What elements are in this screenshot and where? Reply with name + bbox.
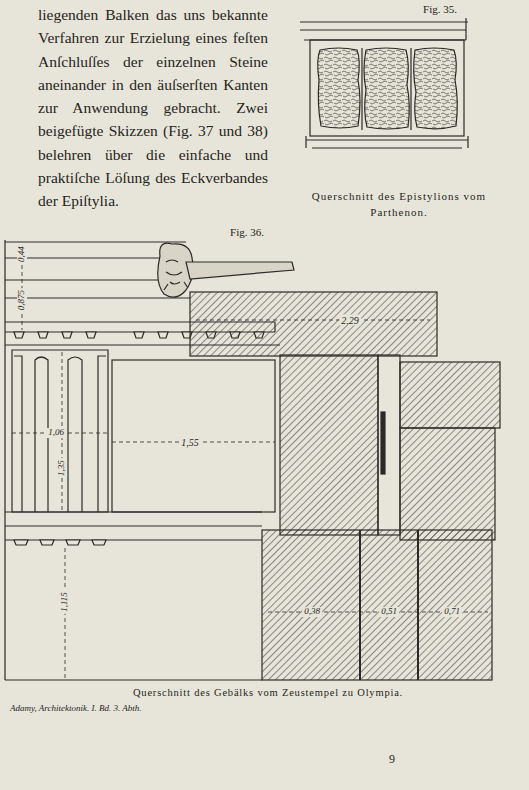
entablature-section xyxy=(5,512,262,540)
lion-head-spout xyxy=(186,262,294,279)
dimension: 0,71 xyxy=(442,607,462,617)
dimension: 1,115 xyxy=(60,590,70,614)
body-text: liegenden Balken das uns bekannte Verfah… xyxy=(38,3,268,213)
entablature-section xyxy=(378,355,400,535)
entablature-section xyxy=(400,362,500,428)
entablature-section xyxy=(360,530,418,680)
lion-head-spout xyxy=(158,243,294,297)
source-note: Adamy, Architektonik. I. Bd. 3. Abth. xyxy=(10,704,142,714)
entablature-section xyxy=(262,530,492,680)
epistyle-section xyxy=(306,136,468,148)
epistyle-section xyxy=(364,48,409,129)
entablature-section xyxy=(12,350,108,512)
entablature-section xyxy=(196,320,430,321)
regula xyxy=(14,540,106,545)
lion-head-spout xyxy=(164,260,188,290)
figure-caption: Querschnitt des Gebälks vom Zeustempel z… xyxy=(131,687,405,699)
figure-caption: Querschnitt des Epistylions vom Partheno… xyxy=(296,188,502,220)
dimension: 2,29 xyxy=(339,315,361,326)
entablature-section xyxy=(5,679,262,680)
dimension: 1,06 xyxy=(46,428,66,438)
figure-number: Fig. 35. xyxy=(421,3,459,15)
dimension: 0,44 xyxy=(17,244,27,264)
dimension: 0,38 xyxy=(302,607,322,617)
entablature-section xyxy=(5,240,500,680)
epistyle-section xyxy=(362,48,411,130)
entablature-section xyxy=(280,355,378,535)
entablature-section xyxy=(190,292,437,356)
dimension: 1,35 xyxy=(57,458,67,478)
epistyle-section xyxy=(414,48,458,129)
epistyle-section xyxy=(300,18,468,148)
entablature-section xyxy=(4,240,5,680)
page-number: 9 xyxy=(387,753,397,766)
epistyle-section xyxy=(318,48,360,128)
entablature-section xyxy=(381,412,385,474)
entablature-section xyxy=(400,428,495,540)
regula xyxy=(14,540,106,545)
epistyle-section xyxy=(300,18,468,40)
figure-number: Fig. 36. xyxy=(228,226,266,238)
epistyle-section xyxy=(310,40,464,136)
entablature-section xyxy=(112,360,275,512)
entablature-section xyxy=(14,356,106,512)
dimension: 0,875 xyxy=(17,288,27,312)
dimension: 0,51 xyxy=(379,607,399,617)
dimension: 1,55 xyxy=(179,437,201,448)
